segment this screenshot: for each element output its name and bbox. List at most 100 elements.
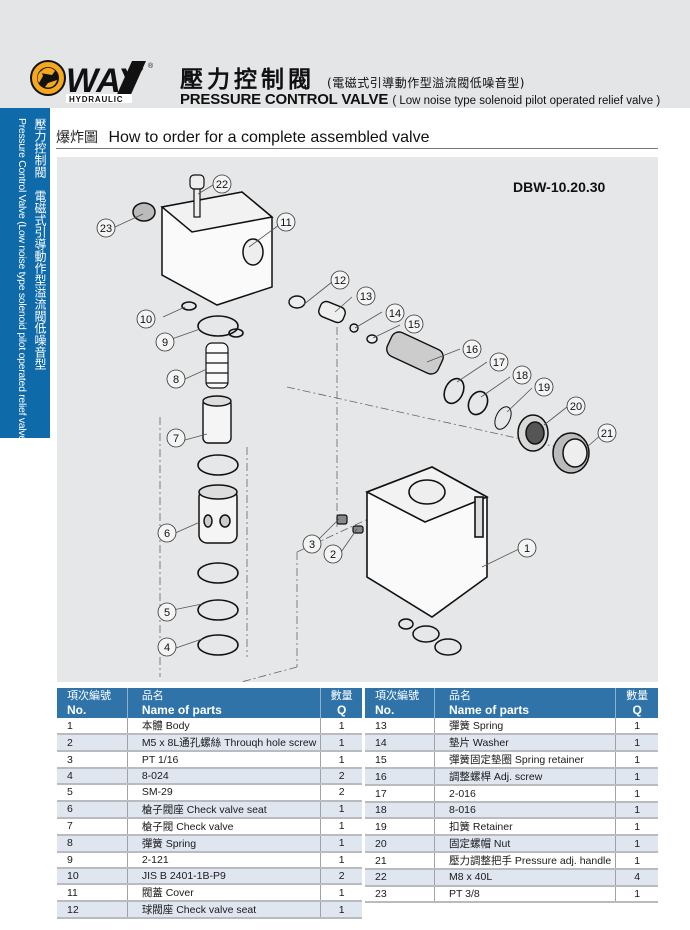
part-name: 2-016 (433, 785, 616, 803)
part-quantity: 1 (615, 835, 658, 854)
side-tab (0, 108, 50, 438)
callout-16: 16 (462, 339, 482, 359)
callout-9: 9 (155, 332, 175, 352)
svg-text:18: 18 (516, 370, 528, 382)
part-quantity: 1 (615, 885, 658, 903)
part-quantity: 2 (320, 767, 362, 786)
part-name: 8-024 (126, 767, 321, 786)
part-oring-10 (181, 301, 197, 311)
part-quantity: 1 (320, 901, 362, 920)
part-name: PT 1/16 (126, 751, 321, 769)
part-number: 14 (365, 734, 435, 753)
callout-11: 11 (276, 212, 296, 232)
part-name: 調整螺桿 Adj. screw (433, 768, 616, 787)
part-number: 1 (57, 718, 128, 736)
callout-20: 20 (566, 396, 586, 416)
part-cover-11 (160, 191, 274, 306)
subtitle-en: ( Low noise type solenoid pilot operated… (392, 95, 661, 107)
callout-6: 6 (157, 523, 177, 543)
part-name: M8 x 40L (433, 869, 616, 887)
svg-text:15: 15 (408, 319, 420, 331)
exploded-view-drawing: 1 2 3 4 5 6 7 8 9 10 11 12 13 14 15 16 1… (96, 174, 617, 682)
callout-23: 23 (96, 218, 116, 238)
model-code: DBW-10.20.30 (513, 179, 606, 195)
part-plug-23 (132, 202, 156, 222)
side-tab-label-zh: 壓力控制閥 電磁式引導動作型溢流閥低噪音型 (33, 118, 47, 370)
svg-text:4: 4 (164, 642, 170, 654)
section-title-en: How to order for a complete assembled va… (108, 129, 430, 146)
part-bolt-22 (189, 174, 205, 218)
part-quantity: 1 (320, 751, 362, 769)
part-screw-2-3 (336, 514, 364, 534)
callout-7: 7 (166, 428, 186, 448)
part-number: 3 (57, 751, 128, 769)
part-name: 球閥座 Check valve seat (126, 901, 321, 920)
svg-text:5: 5 (164, 607, 170, 619)
callout-5: 5 (157, 602, 177, 622)
part-number: 13 (365, 718, 435, 736)
part-number: 2 (57, 734, 128, 753)
part-number: 18 (365, 801, 435, 820)
callout-14: 14 (385, 303, 405, 323)
callout-21: 21 (597, 423, 617, 443)
part-number: 17 (365, 785, 435, 803)
part-quantity: 1 (320, 734, 362, 753)
svg-text:HYDRAULIC: HYDRAULIC (69, 95, 123, 104)
part-body-1 (365, 466, 489, 618)
callout-18: 18 (512, 365, 532, 385)
part-quantity: 1 (615, 751, 658, 770)
part-name: 彈簧固定墊圈 Spring retainer (433, 751, 616, 770)
part-quantity: 1 (320, 834, 362, 853)
part-oring-17 (443, 377, 465, 405)
callout-13: 13 (356, 286, 376, 306)
part-name: PT 3/8 (433, 885, 616, 903)
svg-text:10: 10 (140, 314, 152, 326)
callout-8: 8 (166, 369, 186, 389)
callout-1: 1 (517, 538, 537, 558)
part-number: 22 (365, 869, 435, 887)
part-number: 19 (365, 818, 435, 837)
part-name: 扣簧 Retainer (433, 818, 616, 837)
part-number: 23 (365, 885, 435, 903)
part-name: 固定螺帽 Nut (433, 835, 616, 854)
svg-text:12: 12 (334, 275, 346, 287)
svg-text:®: ® (148, 62, 154, 70)
part-quantity: 1 (615, 785, 658, 803)
part-oring-18 (467, 390, 489, 416)
part-quantity: 1 (320, 884, 362, 903)
part-ring-4 (197, 634, 239, 656)
part-adj-screw-16 (386, 331, 444, 375)
part-number: 4 (57, 767, 128, 786)
svg-text:1: 1 (524, 543, 530, 555)
svg-text:8: 8 (173, 374, 179, 386)
part-name: 2-121 (126, 851, 321, 869)
callout-15: 15 (404, 314, 424, 334)
part-check-valve-seat-6 (198, 484, 238, 544)
part-quantity: 1 (615, 852, 658, 871)
svg-text:3: 3 (309, 539, 315, 551)
exploded-diagram: DBW-10.20.30 (57, 157, 658, 682)
callout-3: 3 (302, 534, 322, 554)
